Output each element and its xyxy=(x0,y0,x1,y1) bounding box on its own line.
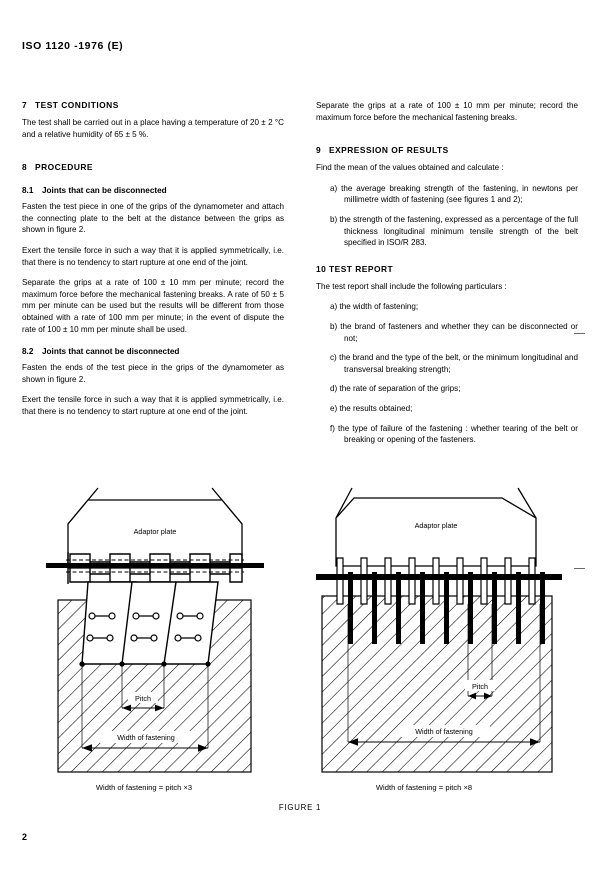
clause-9-number: 9 xyxy=(316,145,322,156)
clause-8-2-paragraph-2: Exert the tensile force in such a way th… xyxy=(22,395,284,416)
figure-1-right-diagram: Adaptor plate xyxy=(310,486,570,786)
left-text-column: 7 TEST CONDITIONS The test shall be carri… xyxy=(22,100,284,418)
pin-fasteners xyxy=(348,572,545,644)
width-of-fastening-label: Width of fastening xyxy=(117,733,175,742)
clause-10-item-d: d) the rate of separation of the grips; xyxy=(330,384,461,394)
width-of-fastening-label: Width of fastening xyxy=(415,727,473,736)
figure-1-left-diagram: Adaptor plate xyxy=(30,486,280,786)
clause-9-item-a: a) the average breaking strength of the … xyxy=(330,183,578,205)
belt-dashed-lines xyxy=(66,559,244,573)
adaptor-plate-label: Adaptor plate xyxy=(134,527,177,536)
figure-1-label: FIGURE 1 xyxy=(278,803,322,812)
clause-7-heading: 7 TEST CONDITIONS xyxy=(22,100,284,110)
clause-8-1-number: 8.1 xyxy=(22,186,34,196)
clause-10-item-f: f) the type of failure of the fastening … xyxy=(330,423,578,445)
staple-fasteners xyxy=(336,557,536,605)
clause-10-intro: The test report shall include the follow… xyxy=(316,281,507,291)
connecting-rod xyxy=(46,563,264,568)
clause-8-1-paragraph-2: Exert the tensile force in such a way th… xyxy=(22,245,284,267)
clause-10-title: TEST REPORT xyxy=(329,263,394,274)
clause-8-2-heading: 8.2 Joints that cannot be disconnected xyxy=(22,347,284,356)
figure-1-left-caption: Width of fastening = pitch ×3 xyxy=(95,783,193,792)
clause-7-title: TEST CONDITIONS xyxy=(35,100,119,110)
connecting-rod xyxy=(316,574,562,580)
clause-10-item-e: e) the results obtained; xyxy=(330,403,413,413)
clause-8-1-paragraph-1: Fasten the test piece in one of the grip… xyxy=(22,202,284,235)
belt-block-hatched xyxy=(321,595,553,773)
clause-10-number: 10 xyxy=(316,263,327,274)
clause-7-number: 7 xyxy=(22,100,28,110)
margin-dash-lower xyxy=(574,568,585,569)
figure-1-group: Adaptor plate xyxy=(0,486,600,816)
dimension-extension-lines xyxy=(347,604,541,742)
width-of-fastening-dimension: Width of fastening xyxy=(82,731,208,752)
adaptor-plate-label: Adaptor plate xyxy=(415,521,458,530)
grip-arms xyxy=(335,487,537,519)
continuation-paragraph: Separate the grips at a rate of 100 ± 10… xyxy=(316,101,578,122)
clause-9-item-b: b) the strength of the fastening, expres… xyxy=(330,214,578,248)
clause-9-title: EXPRESSION OF RESULTS xyxy=(329,145,449,156)
dimension-origin-dots xyxy=(79,661,211,667)
clause-8-1-paragraph-3: Separate the grips at a rate of 100 ± 10… xyxy=(22,278,284,334)
clause-9-intro: Find the mean of the values obtained and… xyxy=(316,163,504,173)
clause-8-2-number: 8.2 xyxy=(22,347,34,357)
clause-8-number: 8 xyxy=(22,162,28,173)
page-number: 2 xyxy=(22,832,28,842)
margin-dash-upper xyxy=(574,333,585,334)
dimension-extension-lines xyxy=(81,664,209,748)
clause-8-2-paragraph-1: Fasten the ends of the test piece in the… xyxy=(22,363,284,384)
clause-10-item-c: c) the brand and the type of the belt, o… xyxy=(330,353,578,374)
right-text-column: Separate the grips at a rate of 100 ± 10… xyxy=(316,100,578,454)
clause-7-paragraph: The test shall be carried out in a place… xyxy=(22,118,284,139)
pitch-label: Pitch xyxy=(135,694,151,703)
clause-8-heading: 8 PROCEDURE xyxy=(22,162,284,172)
pitch-dimension: Pitch xyxy=(465,680,495,700)
fastener-plates xyxy=(81,581,219,665)
clause-8-1-title: Joints that can be disconnected xyxy=(42,186,167,196)
adaptor-plate xyxy=(335,497,537,567)
pitch-dimension: Pitch xyxy=(122,692,164,712)
width-of-fastening-dimension: Width of fastening xyxy=(348,725,540,746)
clause-10-item-b: b) the brand of fasteners and whether th… xyxy=(330,321,578,343)
figure-1-right-caption: Width of fastening = pitch ×8 xyxy=(375,783,473,792)
clause-10-item-a: a) the width of fastening; xyxy=(330,302,419,312)
clause-8-title: PROCEDURE xyxy=(35,162,94,173)
clause-8-2-title: Joints that cannot be disconnected xyxy=(42,347,180,357)
pitch-label: Pitch xyxy=(472,682,488,691)
clause-9-heading: 9 EXPRESSION OF RESULTS xyxy=(316,145,578,155)
document-header: ISO 1120 -1976 (E) xyxy=(22,40,124,52)
clause-8-1-heading: 8.1 Joints that can be disconnected xyxy=(22,186,284,195)
